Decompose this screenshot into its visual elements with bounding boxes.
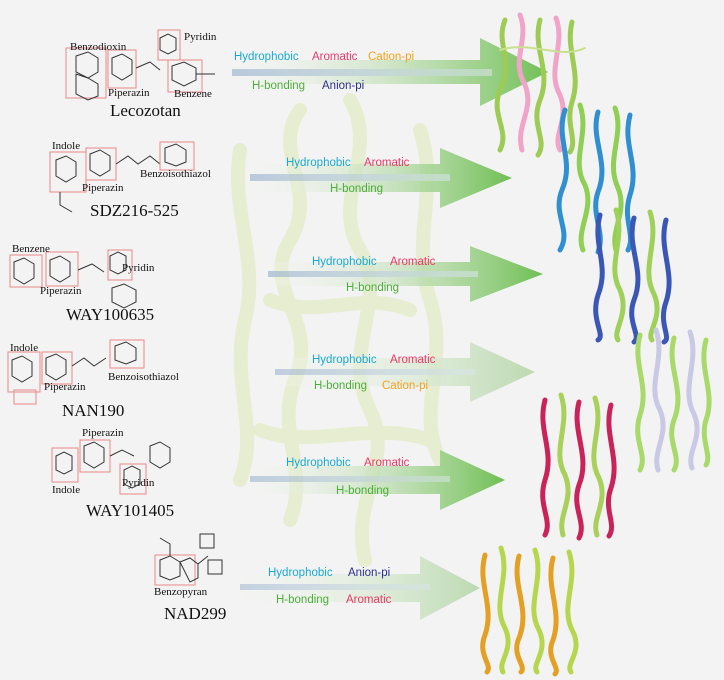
interaction-label: Aromatic bbox=[312, 51, 357, 63]
protein-structure-nan190 bbox=[638, 330, 709, 470]
compound-name: WAY100635 bbox=[66, 305, 154, 325]
interaction-label: Hydrophobic bbox=[286, 457, 351, 469]
interaction-label: Hydrophobic bbox=[312, 354, 377, 366]
fragment-label: Pyridin bbox=[184, 31, 216, 43]
fragment-label: Piperazin bbox=[44, 381, 86, 393]
fragment-label: Benzoisothiazol bbox=[140, 168, 211, 180]
fragment-label: Benzopyran bbox=[154, 586, 207, 598]
interaction-label: H-bonding bbox=[314, 380, 367, 392]
protein-structure-nad299 bbox=[483, 548, 576, 674]
interaction-label: Cation-pi bbox=[368, 51, 414, 63]
fragment-label: Piperazin bbox=[82, 427, 124, 439]
interaction-label: Anion-pi bbox=[322, 80, 364, 92]
interaction-label: Aromatic bbox=[346, 594, 391, 606]
fragment-label: Pyridin bbox=[122, 262, 154, 274]
fragment-label: Benzodioxin bbox=[70, 41, 126, 53]
interaction-label: Aromatic bbox=[364, 457, 409, 469]
fragment-label: Indole bbox=[52, 484, 80, 496]
interaction-label: H-bonding bbox=[330, 183, 383, 195]
interaction-label: H-bonding bbox=[252, 80, 305, 92]
interaction-label: Hydrophobic bbox=[312, 256, 377, 268]
interaction-label: H-bonding bbox=[346, 282, 399, 294]
interaction-label: H-bonding bbox=[276, 594, 329, 606]
compound-name: Lecozotan bbox=[110, 101, 181, 121]
fragment-label: Indole bbox=[10, 342, 38, 354]
compound-name: WAY101405 bbox=[86, 501, 174, 521]
interaction-arrow bbox=[275, 342, 535, 402]
molecule-structure-way100635 bbox=[10, 250, 136, 308]
protein-structure-way100635 bbox=[596, 210, 669, 342]
fragment-label: Pyridin bbox=[122, 477, 154, 489]
fragment-label: Piperazin bbox=[40, 285, 82, 297]
interaction-arrow bbox=[268, 246, 543, 302]
protein-structure-way101405 bbox=[543, 395, 614, 538]
fragment-label: Benzene bbox=[12, 243, 50, 255]
fragment-label: Piperazin bbox=[82, 182, 124, 194]
compound-name: SDZ216-525 bbox=[90, 201, 179, 221]
interaction-label: Hydrophobic bbox=[234, 51, 299, 63]
interaction-arrow bbox=[240, 556, 480, 620]
interaction-label: Aromatic bbox=[364, 157, 409, 169]
fragment-label: Piperazin bbox=[108, 87, 150, 99]
interaction-label: Hydrophobic bbox=[286, 157, 351, 169]
interaction-label: Aromatic bbox=[390, 256, 435, 268]
interaction-label: Anion-pi bbox=[348, 567, 390, 579]
interaction-label: Aromatic bbox=[390, 354, 435, 366]
fragment-label: Benzene bbox=[174, 88, 212, 100]
fragment-label: Benzoisothiazol bbox=[108, 371, 179, 383]
compound-name: NAN190 bbox=[62, 401, 124, 421]
interaction-label: H-bonding bbox=[336, 485, 389, 497]
fragment-label: Indole bbox=[52, 140, 80, 152]
compound-name: NAD299 bbox=[164, 604, 226, 624]
interaction-label: Cation-pi bbox=[382, 380, 428, 392]
molecule-structure-nad299 bbox=[155, 534, 222, 585]
interaction-label: Hydrophobic bbox=[268, 567, 333, 579]
